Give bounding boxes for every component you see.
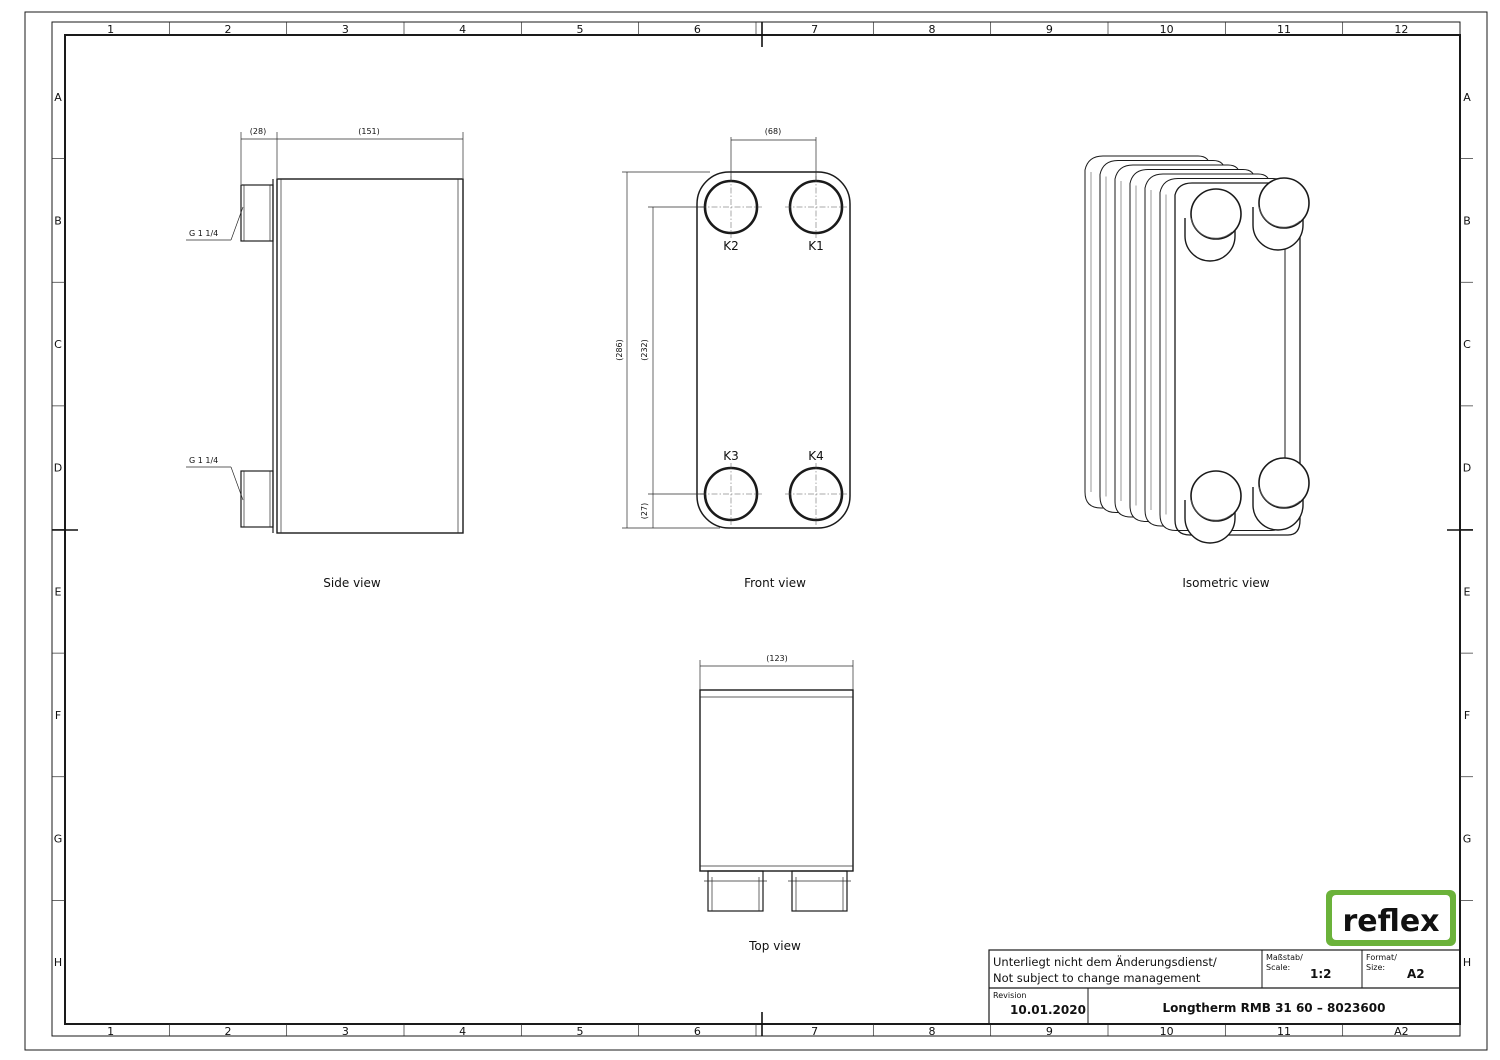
isometric-view: Isometric view — [1084, 155, 1310, 590]
col-label-top: 2 — [225, 23, 232, 36]
col-label-bottom: 3 — [342, 1025, 349, 1038]
isometric-view-caption: Isometric view — [1182, 576, 1269, 590]
dim-width: (123) — [766, 654, 788, 663]
row-label-right: G — [1463, 833, 1472, 846]
row-label-left: G — [54, 833, 63, 846]
iso-nozzle — [1184, 470, 1242, 544]
format-label-en: Size: — [1366, 963, 1385, 972]
row-label-right: C — [1463, 338, 1471, 351]
col-label-bottom: 5 — [577, 1025, 584, 1038]
top-view: (123) Top view — [699, 654, 854, 953]
port-k1 — [785, 176, 847, 238]
col-label-top: 4 — [459, 23, 466, 36]
front-view-caption: Front view — [744, 576, 806, 590]
format-label-de: Format/ — [1366, 953, 1397, 962]
port-label-k4: K4 — [808, 449, 824, 463]
top-connection-right — [788, 870, 851, 912]
format-value: A2 — [1407, 967, 1425, 981]
port-label-k1: K1 — [808, 239, 824, 253]
revision-date: 10.01.2020 — [1010, 1003, 1086, 1017]
row-label-right: A — [1463, 91, 1471, 104]
col-label-top: 7 — [811, 23, 818, 36]
notice-line-de: Unterliegt nicht dem Änderungsdienst/ — [993, 954, 1217, 969]
port-k3 — [700, 463, 762, 525]
row-label-left: E — [55, 585, 62, 598]
col-label-bottom: 11 — [1277, 1025, 1291, 1038]
row-label-left: H — [54, 956, 62, 969]
thread-label-top: G 1 1/4 — [189, 229, 218, 238]
row-label-left: C — [54, 338, 62, 351]
row-label-left: D — [54, 462, 62, 475]
port-label-k3: K3 — [723, 449, 739, 463]
col-label-bottom: A2 — [1394, 1025, 1409, 1038]
title-block: Unterliegt nicht dem Änderungsdienst/ No… — [988, 949, 1461, 1025]
notice-line-en: Not subject to change management — [993, 971, 1201, 985]
col-label-top: 3 — [342, 23, 349, 36]
dim-connection-length: (28) — [250, 127, 266, 136]
col-label-top: 5 — [577, 23, 584, 36]
iso-nozzle — [1252, 457, 1310, 531]
dim-port-offset: (27) — [640, 503, 649, 519]
iso-nozzle — [1184, 188, 1242, 262]
side-view-caption: Side view — [323, 576, 381, 590]
dim-total-height: (286) — [615, 339, 624, 361]
col-label-top: 12 — [1394, 23, 1408, 36]
col-label-top: 11 — [1277, 23, 1291, 36]
port-k4 — [785, 463, 847, 525]
drawing-title: Longtherm RMB 31 60 – 8023600 — [1163, 1001, 1386, 1015]
zone-labels: 1 2 3 4 5 6 7 8 9 10 11 12 1 2 3 4 5 6 7… — [54, 23, 1472, 1038]
col-label-top: 1 — [107, 23, 114, 36]
dim-depth: (151) — [358, 127, 380, 136]
col-label-bottom: 10 — [1160, 1025, 1174, 1038]
col-label-bottom: 8 — [929, 1025, 936, 1038]
row-label-left: B — [54, 214, 62, 227]
col-label-bottom: 9 — [1046, 1025, 1053, 1038]
row-label-right: H — [1463, 956, 1471, 969]
port-label-k2: K2 — [723, 239, 739, 253]
iso-nozzle — [1252, 177, 1310, 251]
scale-label-en: Scale: — [1266, 963, 1290, 972]
drawing-frame — [24, 11, 1488, 1051]
col-label-bottom: 7 — [811, 1025, 818, 1038]
scale-label-de: Maßstab/ — [1266, 953, 1303, 962]
row-label-right: F — [1464, 709, 1470, 722]
row-label-right: B — [1463, 214, 1471, 227]
col-label-top: 10 — [1160, 23, 1174, 36]
col-label-top: 6 — [694, 23, 701, 36]
col-label-bottom: 1 — [107, 1025, 114, 1038]
row-label-right: E — [1464, 585, 1471, 598]
revision-label: Revision — [993, 991, 1026, 1000]
col-label-top: 9 — [1046, 23, 1053, 36]
side-view: (28) (151) G 1 1/4 G 1 1/4 Side view — [186, 127, 464, 590]
front-view: K2 K1 K3 K4 (68) (286) (232) (27) Front … — [615, 127, 851, 590]
row-label-right: D — [1463, 462, 1471, 475]
dim-port-spacing: (68) — [765, 127, 781, 136]
col-label-bottom: 4 — [459, 1025, 466, 1038]
dim-port-distance: (232) — [640, 339, 649, 361]
col-label-bottom: 2 — [225, 1025, 232, 1038]
reflex-logo: reflex — [1326, 890, 1456, 946]
thread-label-bottom: G 1 1/4 — [189, 456, 218, 465]
col-label-top: 8 — [929, 23, 936, 36]
side-connection-top — [240, 184, 274, 242]
top-connection-left — [704, 870, 767, 912]
scale-value: 1:2 — [1310, 967, 1332, 981]
side-connection-bottom — [240, 470, 274, 528]
logo-text: reflex — [1342, 904, 1439, 939]
row-label-left: A — [54, 91, 62, 104]
top-view-caption: Top view — [748, 939, 801, 953]
row-label-left: F — [55, 709, 61, 722]
port-k2 — [700, 176, 762, 238]
col-label-bottom: 6 — [694, 1025, 701, 1038]
